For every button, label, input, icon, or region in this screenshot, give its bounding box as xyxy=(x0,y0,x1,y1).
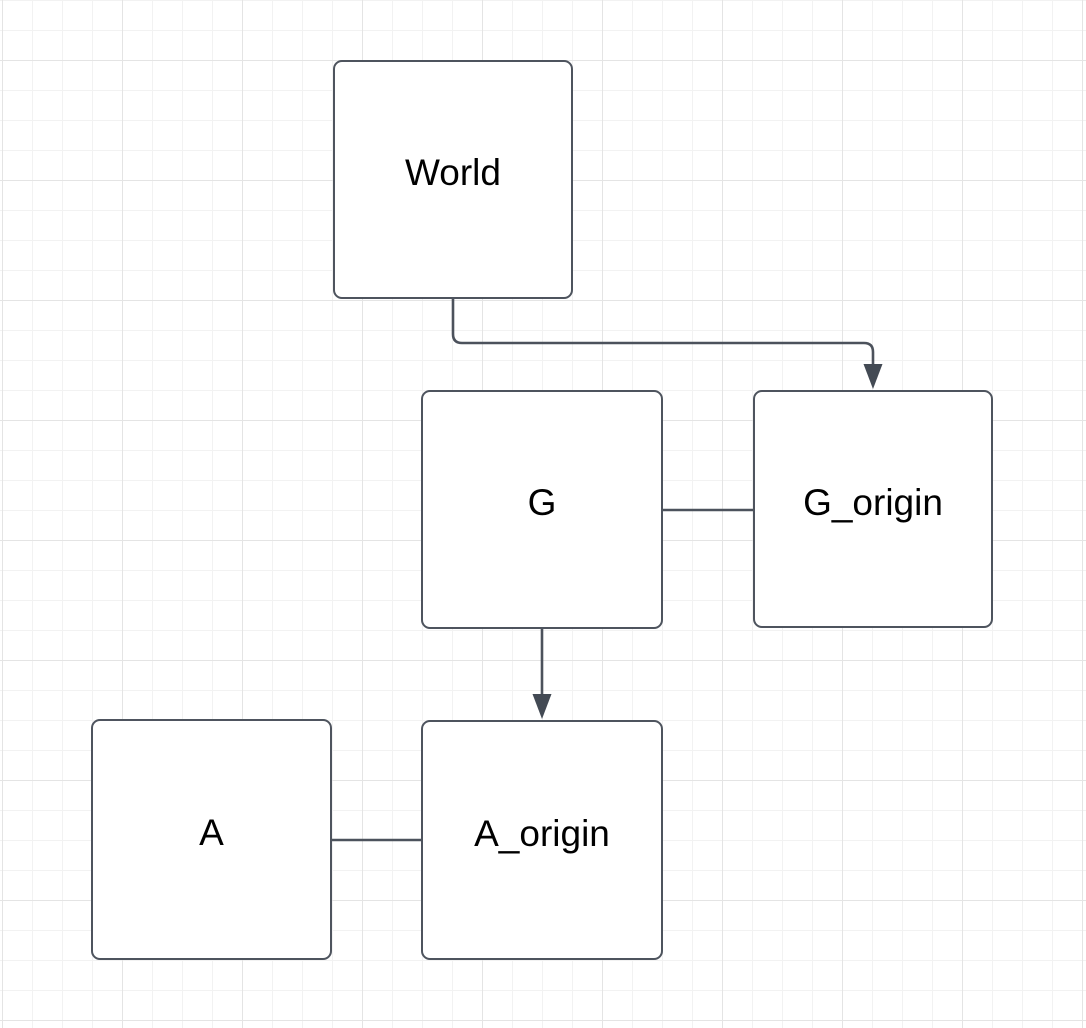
node-a-origin[interactable]: A_origin xyxy=(421,720,663,960)
edge-world-to-g-origin[interactable] xyxy=(451,299,883,389)
node-a-label: A xyxy=(199,812,224,854)
node-a[interactable]: A xyxy=(91,719,332,960)
node-g[interactable]: G xyxy=(421,390,663,629)
node-world[interactable]: World xyxy=(333,60,573,299)
node-world-label: World xyxy=(405,152,501,194)
node-g-origin-label: G_origin xyxy=(803,481,943,523)
arrowhead-icon xyxy=(532,694,552,719)
node-g-label: G xyxy=(527,482,557,524)
edge-g-to-a-origin[interactable] xyxy=(532,629,552,719)
node-g-origin[interactable]: G_origin xyxy=(753,390,993,628)
arrowhead-icon xyxy=(863,364,883,389)
node-a-origin-label: A_origin xyxy=(474,812,610,854)
